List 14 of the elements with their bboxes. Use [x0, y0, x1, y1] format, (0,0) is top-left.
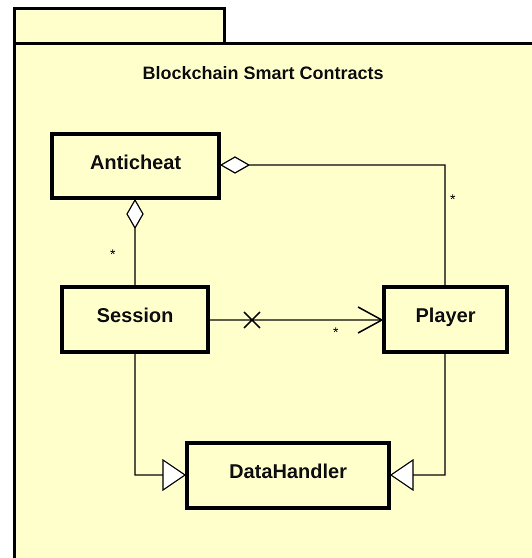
connector	[390, 354, 446, 491]
connector	[220, 156, 446, 285]
connector	[134, 354, 186, 491]
class-box: Player	[382, 285, 509, 354]
multiplicity-label: *	[110, 247, 116, 261]
multiplicity-label: *	[333, 325, 338, 339]
connector	[126, 199, 144, 285]
package-title: Blockchain Smart Contracts	[141, 62, 385, 85]
class-box: Session	[60, 285, 210, 354]
multiplicity-label: *	[450, 192, 456, 206]
package-frame	[13, 7, 532, 558]
class-box: DataHandler	[185, 441, 391, 510]
connector	[210, 306, 383, 334]
class-box: Anticheat	[50, 132, 221, 200]
